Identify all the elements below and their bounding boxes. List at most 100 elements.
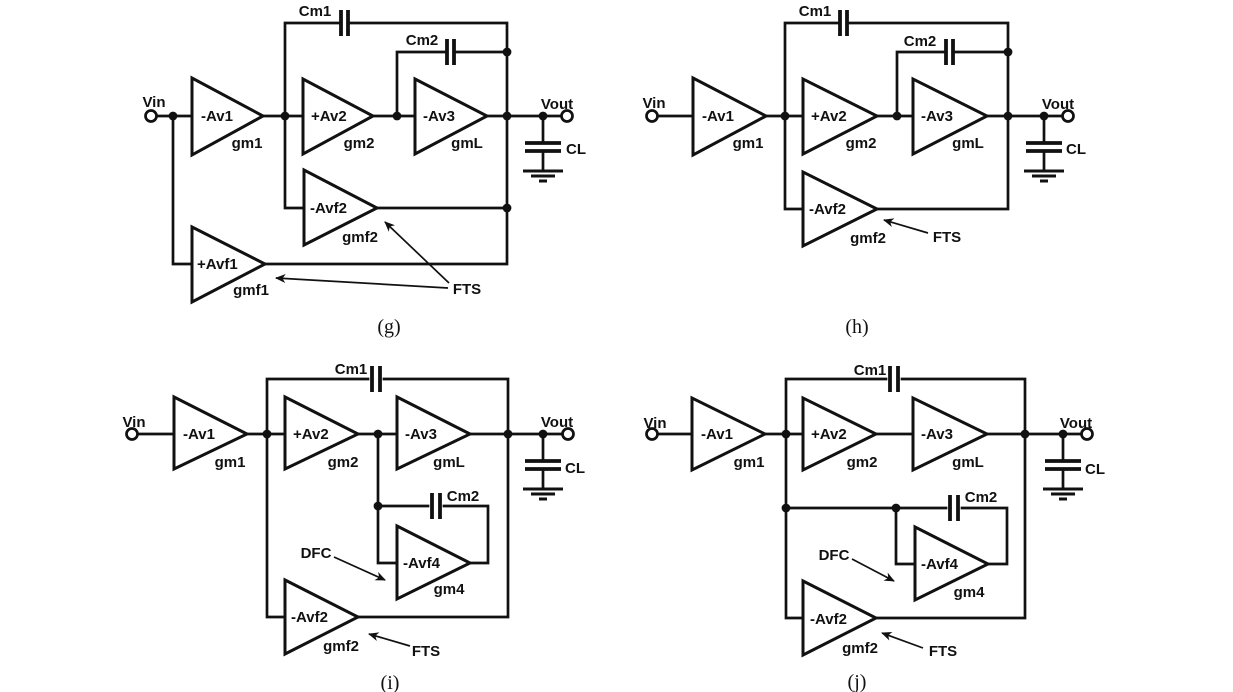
- amp-av2-gain: +Av2: [811, 108, 847, 125]
- junction-dots: [262, 429, 548, 511]
- cm1-label: Cm1: [335, 361, 368, 378]
- vout-terminal: [560, 109, 574, 123]
- vout-label: Vout: [1060, 415, 1092, 432]
- vout-label: Vout: [541, 96, 573, 113]
- cm2-label: Cm2: [447, 488, 480, 505]
- amp-av1-gm: gm1: [733, 135, 764, 152]
- amp-avf2-gm: gmf2: [323, 638, 359, 655]
- amp-av1-gain: -Av1: [701, 426, 733, 443]
- ground-icon: [523, 487, 563, 501]
- capacitor-cm1: [339, 10, 350, 36]
- amp-av3-gm: gmL: [952, 135, 984, 152]
- capacitor-cl: [525, 459, 561, 471]
- amp-av2-gm: gm2: [344, 135, 375, 152]
- cl-label: CL: [1066, 141, 1086, 158]
- capacitor-cl: [525, 141, 561, 153]
- amp-av3-triangle: [395, 394, 474, 472]
- dfc-arrow-to-avf4: [851, 558, 895, 582]
- panel-caption: (h): [845, 316, 868, 338]
- fts-arrow-to-avf1: [275, 274, 449, 289]
- amp-av3-gain: -Av3: [405, 426, 437, 443]
- amp-av2-gm: gm2: [846, 135, 877, 152]
- junction-dots: [168, 47, 548, 213]
- cm1-label: Cm1: [854, 362, 887, 379]
- vin-label: Vin: [642, 95, 665, 112]
- fts-label: FTS: [412, 643, 440, 660]
- fts-arrow-to-avf2: [883, 218, 929, 234]
- amp-av3-gm: gmL: [451, 135, 483, 152]
- amp-av1-triangle: [691, 75, 770, 158]
- ground-icon: [1043, 487, 1083, 501]
- fts-label: FTS: [933, 229, 961, 246]
- amp-avf2-triangle: [801, 578, 880, 658]
- ground-icon: [523, 169, 563, 183]
- amp-av3-gain: -Av3: [423, 108, 455, 125]
- capacitor-cm2: [944, 39, 955, 65]
- amp-av3-gm: gmL: [952, 454, 984, 471]
- cl-label: CL: [565, 460, 585, 477]
- amp-av3-gain: -Av3: [921, 426, 953, 443]
- cm2-label: Cm2: [406, 32, 439, 49]
- amp-avf4-triangle: [913, 524, 992, 603]
- vout-label: Vout: [541, 414, 573, 431]
- amp-av2-triangle: [801, 76, 881, 157]
- vin-terminal: [645, 109, 659, 123]
- amp-av2-triangle: [301, 76, 377, 157]
- panel-caption: (j): [848, 671, 867, 692]
- amp-av3-triangle: [911, 76, 991, 157]
- cm2-label: Cm2: [904, 33, 937, 50]
- vin-terminal: [125, 427, 139, 441]
- amp-avf2-triangle: [283, 577, 362, 657]
- amp-av3-gain: -Av3: [921, 108, 953, 125]
- amp-av2-gain: +Av2: [811, 426, 847, 443]
- panel-g: Vin Vout Cm1 Cm2 CL -Av1 gm1 +Av2 gm2 -A…: [142, 3, 586, 338]
- vout-label: Vout: [1042, 96, 1074, 113]
- vin-label: Vin: [142, 94, 165, 111]
- amp-avf1-gain: +Avf1: [197, 256, 238, 273]
- panel-j: Vin Vout Cm1 Cm2 CL -Av1 gm1 +Av2 gm2 -A…: [643, 362, 1105, 692]
- vin-label: Vin: [643, 415, 666, 432]
- amp-av1-gm: gm1: [215, 454, 246, 471]
- amp-avf2-triangle: [302, 167, 381, 248]
- amp-av2-gain: +Av2: [293, 426, 329, 443]
- amp-avf2-gain: -Avf2: [310, 200, 347, 217]
- amp-avf2-gm: gmf2: [850, 230, 886, 247]
- amp-avf4-gm: gm4: [434, 581, 466, 598]
- amp-avf2-triangle: [801, 169, 881, 249]
- fts-arrow-to-avf2: [384, 221, 450, 284]
- vin-terminal: [645, 427, 659, 441]
- junction-dots: [781, 429, 1068, 513]
- capacitor-cm1: [838, 10, 849, 36]
- amp-av2-gain: +Av2: [311, 108, 347, 125]
- ground-icon: [1024, 169, 1064, 183]
- amp-av1-gm: gm1: [232, 135, 263, 152]
- panel-caption: (i): [381, 672, 400, 692]
- fts-label: FTS: [929, 643, 957, 660]
- capacitor-cm1: [888, 366, 900, 392]
- amp-avf2-gain: -Avf2: [810, 611, 847, 628]
- panel-i: Vin Vout Cm1 Cm2 CL -Av1 gm1 +Av2 gm2 -A…: [122, 361, 585, 692]
- vout-terminal: [1061, 109, 1075, 123]
- dfc-label: DFC: [819, 547, 850, 564]
- dfc-arrow-to-avf4: [333, 556, 386, 581]
- amp-avf4-gain: -Avf4: [921, 556, 959, 573]
- amp-av1-gain: -Av1: [201, 108, 233, 125]
- amp-av1-gain: -Av1: [183, 426, 215, 443]
- capacitor-cm2: [430, 493, 442, 519]
- capacitor-cl: [1026, 141, 1062, 153]
- vout-terminal: [1080, 427, 1094, 441]
- amp-av3-triangle: [911, 395, 991, 473]
- amp-avf2-gain: -Avf2: [809, 201, 846, 218]
- vin-label: Vin: [122, 414, 145, 431]
- capacitor-cl: [1045, 459, 1081, 471]
- fts-arrow-to-avf2: [881, 632, 924, 649]
- amp-av1-gm: gm1: [734, 454, 765, 471]
- amp-av3-triangle: [413, 76, 491, 157]
- cm1-label: Cm1: [799, 3, 832, 20]
- amp-av2-gm: gm2: [847, 454, 878, 471]
- amp-av1-triangle: [190, 75, 267, 158]
- amp-av2-gm: gm2: [328, 454, 359, 471]
- cl-label: CL: [566, 141, 586, 158]
